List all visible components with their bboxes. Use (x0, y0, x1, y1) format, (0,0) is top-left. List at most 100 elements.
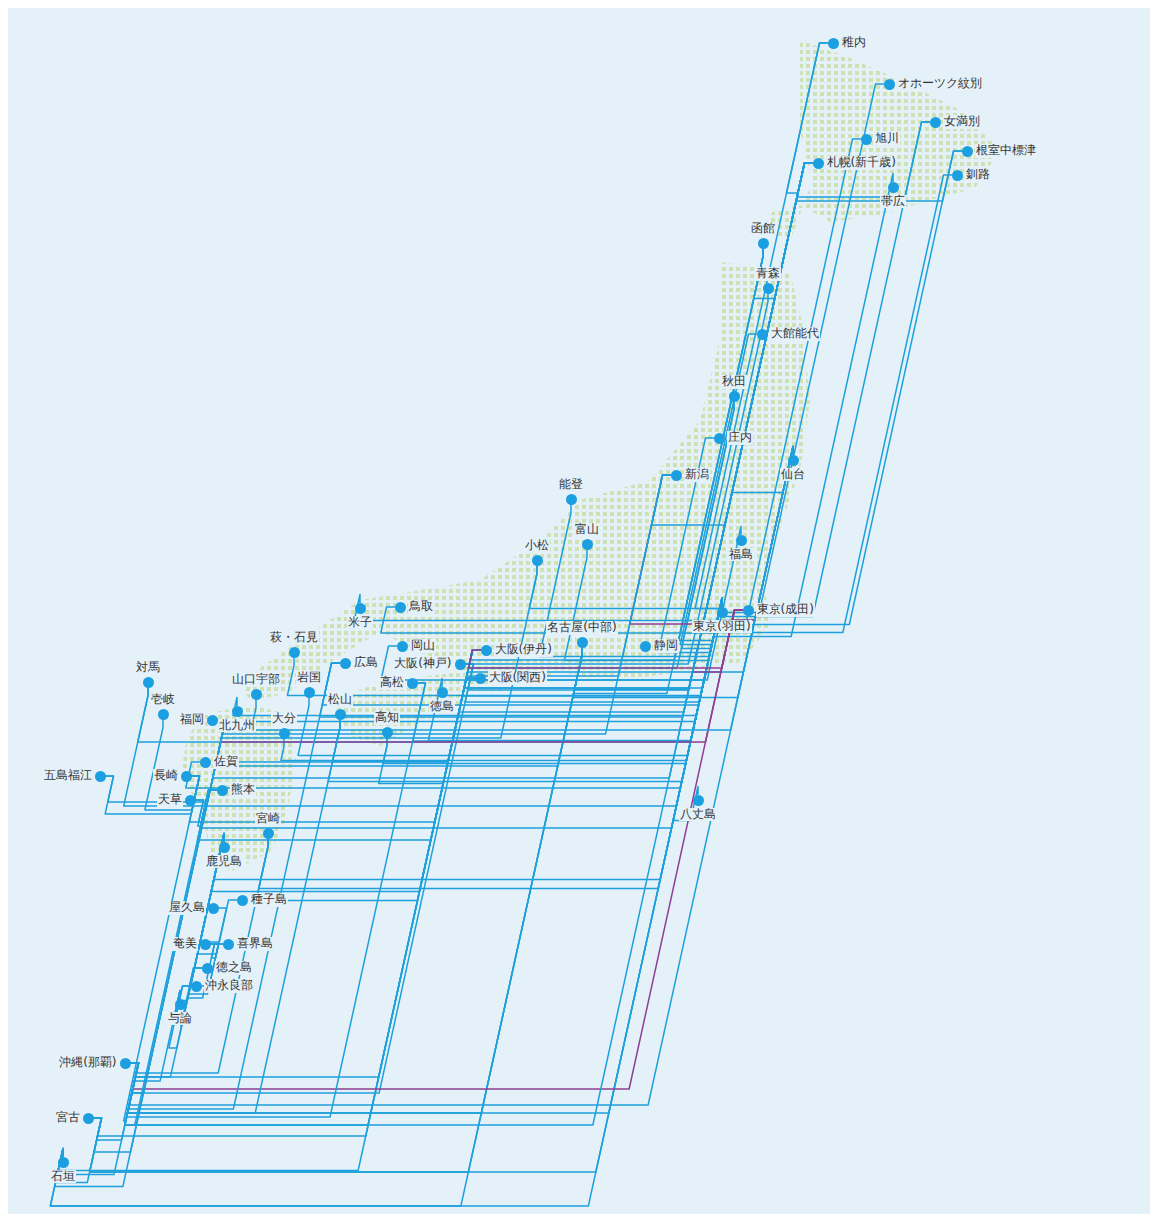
airport-node: 根室中標津 (962, 144, 1037, 158)
airport-name: 鳥取 (408, 600, 434, 614)
label-holder: 与論 (167, 1012, 193, 1026)
label-holder: オホーツク紋別 (897, 77, 983, 91)
label-holder: 壱岐 (150, 693, 176, 707)
route-line (716, 151, 961, 625)
airport-node: 種子島 (237, 893, 288, 907)
label-holder: 能登 (558, 478, 584, 492)
airport-dot (455, 659, 466, 670)
airport-name: 名古屋(中部) (546, 621, 617, 635)
airport-node: 高知 (374, 711, 400, 738)
airport-dot (861, 134, 872, 145)
airport-name: 大阪(伊丹) (494, 643, 553, 657)
label-holder: 大阪(関西) (488, 671, 547, 685)
label-holder: 名古屋(中部) (546, 621, 617, 635)
label-holder: 八丈島 (679, 808, 717, 822)
airport-dot (237, 895, 248, 906)
airport-name: 庄内 (727, 431, 753, 445)
label-holder: 鳥取 (408, 600, 434, 614)
route-line (287, 599, 722, 696)
airport-dot (813, 158, 824, 169)
airport-dot (185, 795, 196, 806)
route-line (693, 163, 813, 672)
route-line (125, 650, 481, 1125)
route-line (465, 599, 722, 703)
airport-dot (143, 677, 154, 688)
airport-name: 萩・石見 (269, 631, 319, 645)
airport-dot (788, 455, 799, 466)
route-line (211, 650, 480, 892)
airport-node: 札幌(新千歳) (813, 156, 897, 170)
airport-dot (200, 757, 211, 768)
airport-name: 高松 (379, 676, 405, 690)
route-line (90, 648, 582, 1173)
label-holder: 奄美 (172, 937, 198, 951)
route-line (468, 447, 793, 673)
airport-dot (566, 494, 577, 505)
airport-node: 大阪(神戸) (393, 657, 465, 671)
airport-dot (757, 329, 768, 340)
airport-dot (263, 828, 274, 839)
route-line (58, 678, 474, 1171)
route-line (196, 720, 226, 822)
airport-dot (640, 641, 651, 652)
airport-node: 旭川 (861, 132, 900, 146)
route-line (94, 720, 226, 1152)
airport-name: 富山 (574, 523, 600, 537)
airport-dot (120, 1058, 131, 1069)
airport-name: 種子島 (250, 893, 288, 907)
airport-dot (83, 1113, 94, 1124)
route-line (124, 688, 200, 807)
route-line (714, 174, 893, 637)
label-holder: 東京(羽田) (692, 620, 751, 634)
airport-node: 五島福江 (43, 769, 106, 783)
airport-node: 山口宇部 (231, 673, 281, 700)
airport-dot (582, 539, 593, 550)
airport-name: 東京(羽田) (692, 620, 751, 634)
airport-name: 東京(成田) (756, 603, 815, 617)
airport-dot (736, 535, 747, 546)
airport-dot (532, 555, 543, 566)
airport-dot (693, 795, 704, 806)
airport-node: 福島 (728, 535, 754, 562)
route-line (124, 776, 200, 1121)
label-holder: 稚内 (841, 36, 867, 50)
airport-dot (200, 939, 211, 950)
label-holder: 大館能代 (770, 327, 820, 341)
airport-name: 石垣 (50, 1170, 76, 1184)
route-line (320, 163, 813, 717)
sea-panel (8, 8, 1150, 1214)
label-holder: 庄内 (727, 431, 753, 445)
airport-node: 仙台 (780, 455, 806, 482)
airport-node: 徳之島 (202, 961, 253, 975)
route-line (218, 447, 794, 731)
airport-dot (577, 637, 588, 648)
airport-name: 小松 (524, 539, 550, 553)
airport-name: 沖縄(那覇) (58, 1056, 117, 1070)
airport-node: 八丈島 (679, 795, 717, 822)
route-line (215, 648, 582, 767)
label-holder: 沖縄(那覇) (58, 1056, 117, 1070)
airport-dot (208, 903, 219, 914)
airport-name: 宮古 (55, 1111, 81, 1125)
airport-dot (289, 647, 300, 658)
airport-name: 五島福江 (43, 769, 93, 783)
airport-dot (884, 79, 895, 90)
label-holder: 広島 (353, 656, 379, 670)
label-holder: 天草 (157, 793, 183, 807)
label-holder: 女満別 (943, 115, 981, 129)
route-line (298, 599, 722, 756)
label-holder: 新潟 (684, 468, 710, 482)
airport-dot (743, 605, 754, 616)
airport-dot (758, 238, 769, 249)
label-holder: 福島 (728, 548, 754, 562)
airport-node: 富山 (574, 523, 600, 550)
airport-dot (481, 645, 492, 656)
airport-node: 奄美 (172, 937, 211, 951)
airport-node: 高松 (379, 676, 418, 690)
label-holder: 大阪(神戸) (393, 657, 452, 671)
label-holder: 鹿児島 (205, 855, 243, 869)
airport-dot (219, 842, 230, 853)
airport-dot (397, 641, 408, 652)
label-holder: 長崎 (153, 769, 179, 783)
airport-dot (717, 607, 728, 618)
